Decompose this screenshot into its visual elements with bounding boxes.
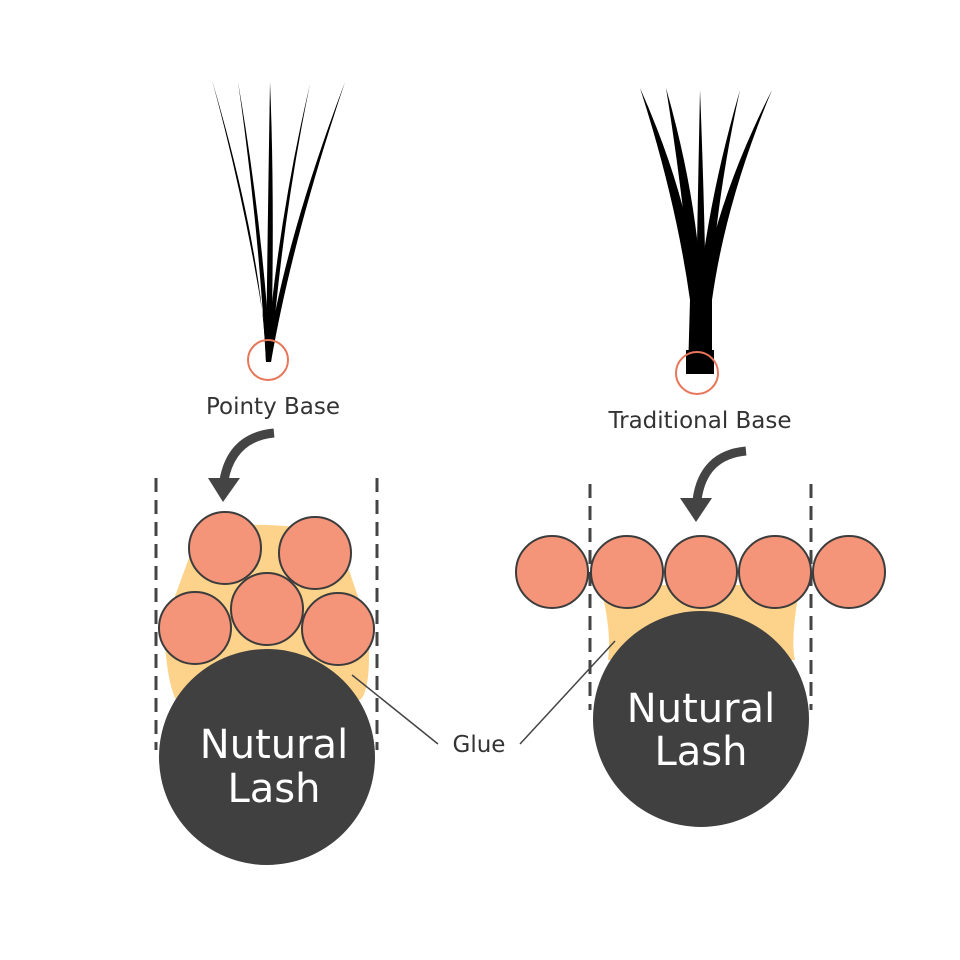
- traditional-natural-lash-line1: Nutural: [627, 686, 775, 732]
- pointy-base-label: Pointy Base: [206, 394, 340, 420]
- traditional-base-label: Traditional Base: [607, 408, 791, 434]
- glue-label: Glue: [453, 732, 506, 758]
- traditional-base-fan: [640, 88, 772, 372]
- pointy-fiber: [212, 80, 270, 362]
- traditional-natural-lash-line2: Lash: [655, 729, 748, 775]
- pointy-fiber: [238, 82, 271, 362]
- pointy-arrow: [208, 428, 275, 502]
- extension-circle: [664, 535, 738, 609]
- traditional-extensions: [515, 535, 886, 609]
- extension-circle: [301, 592, 375, 666]
- pointy-base-fan: [212, 80, 345, 362]
- pointy-fiber: [266, 82, 345, 362]
- extension-circle: [278, 516, 352, 590]
- pointy-extensions: [158, 511, 375, 666]
- pointy-natural-lash-line2: Lash: [228, 766, 321, 812]
- traditional-fiber: [666, 88, 702, 372]
- glue-leader-right: [519, 640, 616, 745]
- traditional-base-block: [686, 350, 714, 374]
- pointy-base-marker: [247, 339, 289, 381]
- traditional-base-marker: [675, 351, 719, 395]
- extension-circle: [230, 572, 304, 646]
- extension-circle: [590, 535, 664, 609]
- extension-circle: [158, 591, 232, 665]
- traditional-natural-lash: [593, 611, 809, 827]
- pointy-fiber: [266, 84, 310, 362]
- traditional-fiber: [700, 90, 772, 372]
- extension-circle: [188, 511, 262, 585]
- extension-circle: [515, 535, 589, 609]
- pointy-fiber: [266, 82, 273, 362]
- extension-circle: [738, 535, 812, 609]
- glue-leader-left: [351, 674, 439, 745]
- pointy-natural-lash: [159, 649, 375, 865]
- extension-circle: [812, 535, 886, 609]
- pointy-natural-lash-line1: Nutural: [200, 722, 348, 768]
- traditional-arrow: [680, 446, 747, 522]
